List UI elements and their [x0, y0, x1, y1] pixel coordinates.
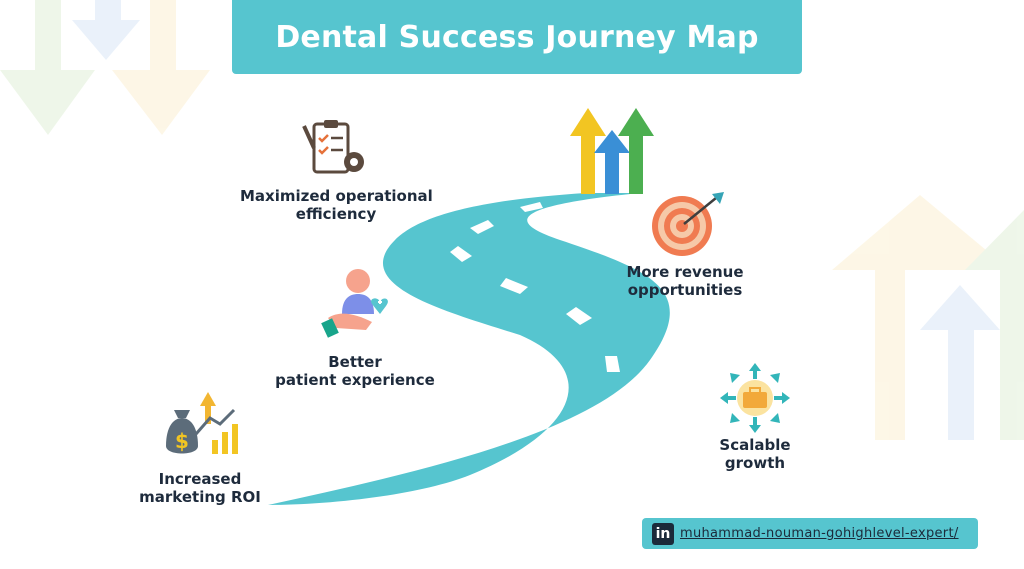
title-banner: Dental Success Journey Map	[232, 0, 802, 74]
milestone-patient-line2: patient experience	[275, 371, 435, 389]
page-title: Dental Success Journey Map	[275, 19, 759, 55]
milestone-efficiency-line2: efficiency	[295, 205, 377, 223]
milestone-revenue-line1: More revenue	[626, 263, 744, 281]
milestone-roi-label: Increased marketing ROI	[130, 470, 270, 506]
milestone-roi-line1: Increased	[158, 470, 242, 488]
milestone-patient-label: Better patient experience	[270, 353, 440, 389]
milestone-revenue-line2: opportunities	[627, 281, 743, 299]
milestone-growth-line2: growth	[724, 454, 786, 472]
patient-care-icon	[321, 269, 388, 338]
milestone-roi-line2: marketing ROI	[139, 488, 261, 506]
milestone-revenue-label: More revenue opportunities	[610, 263, 760, 299]
milestone-efficiency-label: Maximized operational efficiency	[240, 187, 433, 223]
linkedin-badge[interactable]: in muhammad-nouman-gohighlevel-expert/	[642, 518, 978, 549]
linkedin-icon: in	[652, 522, 674, 545]
target-arrow-icon	[652, 192, 724, 256]
growth-arrows-icon	[570, 108, 654, 194]
money-bag-growth-icon: $	[166, 392, 238, 454]
milestone-growth-label: Scalable growth	[700, 436, 810, 472]
milestone-efficiency-line1: Maximized operational	[240, 187, 433, 205]
milestone-patient-line1: Better	[328, 353, 382, 371]
briefcase-expand-icon	[720, 363, 790, 433]
milestone-growth-line1: Scalable	[719, 436, 791, 454]
svg-text:$: $	[175, 429, 189, 453]
clipboard-tools-icon	[302, 120, 364, 174]
linkedin-profile-link[interactable]: muhammad-nouman-gohighlevel-expert/	[680, 526, 959, 541]
